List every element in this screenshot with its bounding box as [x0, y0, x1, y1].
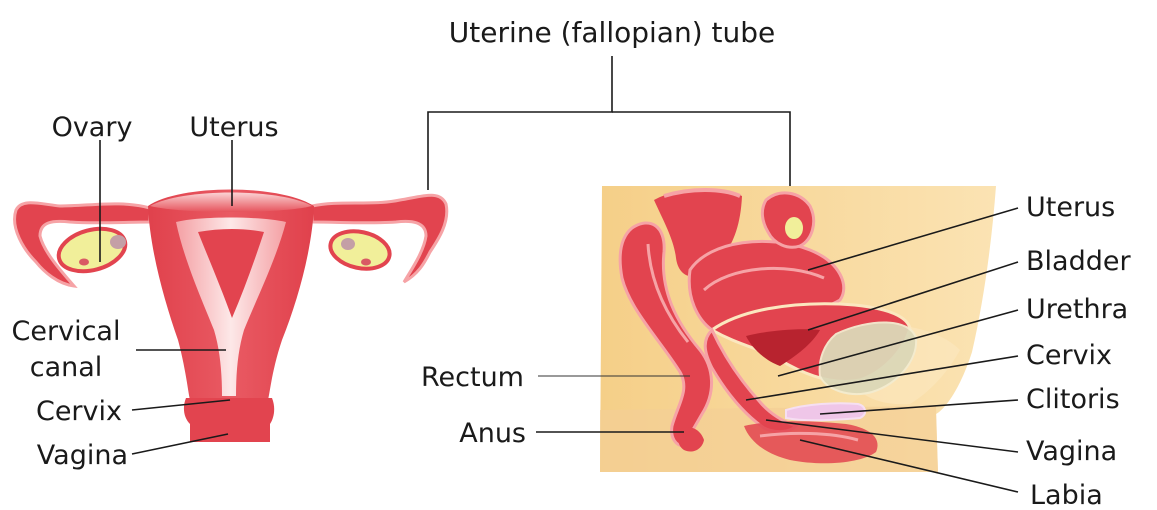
label-uterine-tube: Uterine (fallopian) tube: [449, 16, 776, 49]
side-view-illustration: [600, 186, 996, 472]
label-labia: Labia: [1030, 480, 1103, 510]
uterus-fundus: [150, 193, 312, 213]
label-clitoris: Clitoris: [1026, 384, 1120, 415]
right-ovary: [327, 226, 393, 274]
label-vagina-front: Vagina: [37, 440, 128, 471]
label-cervical-canal-line2: canal: [30, 352, 103, 383]
label-rectum: Rectum: [421, 362, 524, 393]
fallopian-tube-callout: Uterine (fallopian) tube: [428, 16, 790, 190]
label-cervical-canal-line1: Cervical: [12, 316, 121, 347]
cervix-shape: [184, 398, 274, 424]
label-bladder: Bladder: [1026, 246, 1131, 277]
label-uterus-side: Uterus: [1026, 192, 1115, 223]
label-cervix-side: Cervix: [1026, 340, 1112, 371]
label-vagina-side: Vagina: [1026, 436, 1117, 467]
label-ovary: Ovary: [52, 112, 133, 143]
fallopian-tube-bracket: [428, 56, 612, 190]
left-ovary: [54, 222, 130, 278]
label-uterus-front: Uterus: [189, 112, 278, 143]
leader-vagina-front: [132, 434, 228, 454]
fallopian-tube-bracket-right: [612, 112, 790, 190]
label-cervix-front: Cervix: [36, 396, 122, 427]
label-urethra: Urethra: [1026, 294, 1128, 325]
ovary-side: [784, 216, 804, 240]
label-anus: Anus: [459, 418, 526, 449]
